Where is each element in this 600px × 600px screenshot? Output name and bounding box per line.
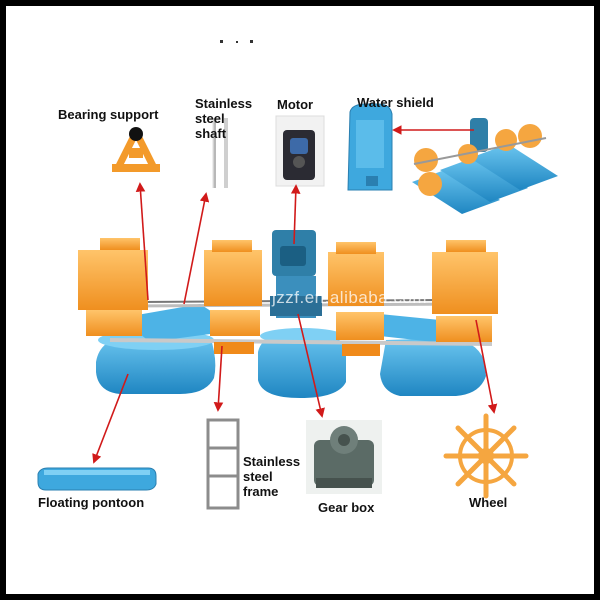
label-water-shield: Water shield xyxy=(357,95,434,110)
arrow-pontoon xyxy=(92,373,129,464)
watermark: jzzf.en.alibaba.com xyxy=(272,288,428,307)
top-marks xyxy=(220,40,253,43)
arrow-gear-box xyxy=(297,313,325,418)
label-gear-box: Gear box xyxy=(318,500,375,515)
pontoon-icon xyxy=(37,467,157,491)
steel-frame-icon xyxy=(206,418,240,510)
arrow-wheel xyxy=(475,319,498,414)
gearbox-icon xyxy=(306,420,382,494)
main-aerator xyxy=(78,230,498,398)
label-wheel: Wheel xyxy=(469,495,508,510)
arrow-motor xyxy=(290,184,301,245)
arrow-steel-shaft xyxy=(183,192,210,305)
bearing-support-icon xyxy=(112,127,160,172)
steel-shaft-icon xyxy=(212,118,228,188)
wheel-icon xyxy=(443,413,529,499)
label-motor: Motor xyxy=(277,97,314,112)
pointer-arrows xyxy=(92,125,498,464)
label-stainless-steel-shaft: Stainless steel shaft xyxy=(195,96,253,141)
motor-icon xyxy=(275,115,325,187)
label-bearing-support: Bearing support xyxy=(58,107,159,122)
arrow-steel-frame xyxy=(213,345,224,412)
water-shield-icon xyxy=(347,103,393,191)
aerator-overview-icon xyxy=(412,118,558,214)
label-stainless-steel-frame: Stainless steel frame xyxy=(243,454,301,499)
arrow-bearing-support xyxy=(135,182,149,301)
label-floating-pontoon: Floating pontoon xyxy=(38,495,145,510)
